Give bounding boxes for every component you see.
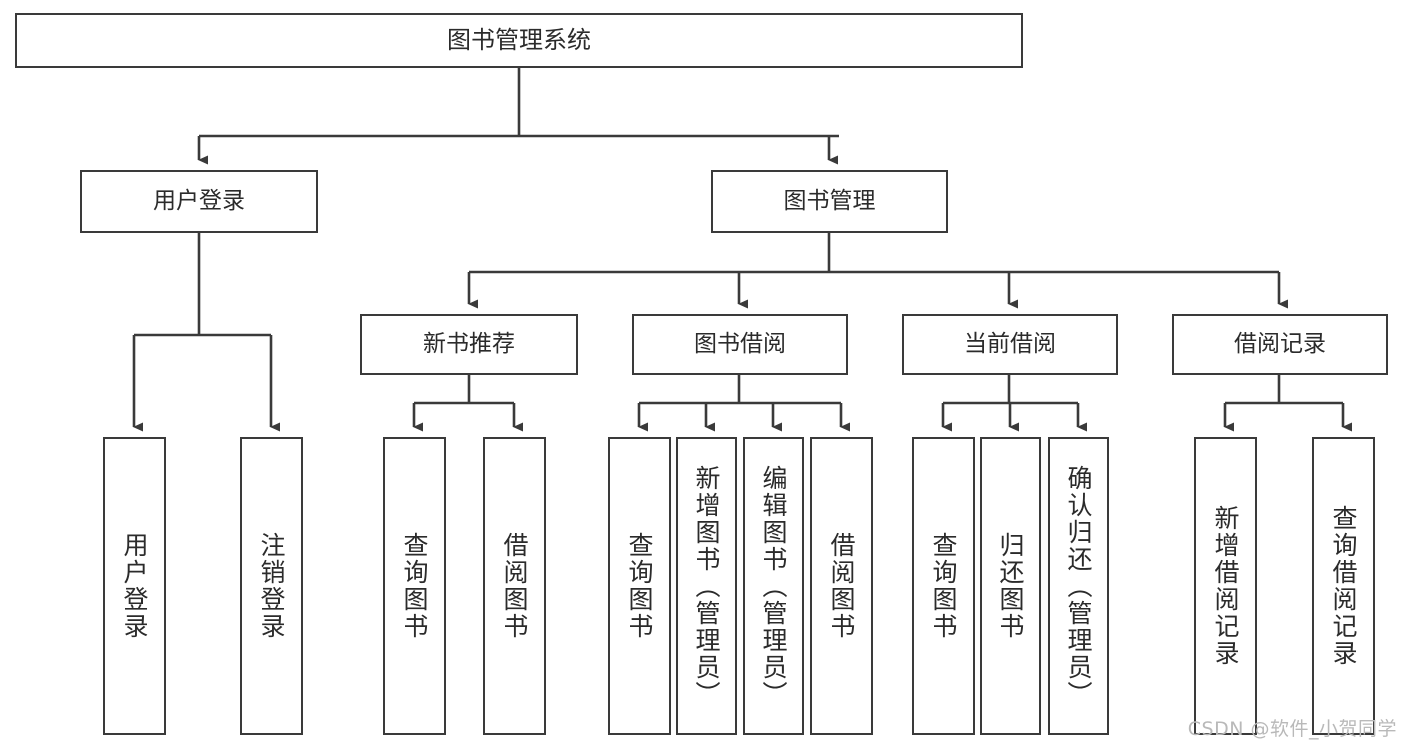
node-borrow-records-label: 借阅记录	[1234, 330, 1326, 357]
node-current-borrow[interactable]: 当前借阅	[902, 314, 1118, 375]
node-user-login-label: 用户登录	[153, 187, 245, 214]
leaf-query-books-borrow-label: 查询图书	[625, 532, 654, 640]
leaf-query-books-borrow[interactable]: 查询图书	[608, 437, 671, 735]
leaf-user-login-label: 用户登录	[120, 532, 149, 640]
leaf-query-books-current[interactable]: 查询图书	[912, 437, 975, 735]
node-root[interactable]: 图书管理系统	[15, 13, 1023, 68]
node-root-label: 图书管理系统	[447, 26, 591, 55]
leaf-add-borrow-record-label: 新增借阅记录	[1211, 505, 1240, 667]
leaf-query-borrow-record[interactable]: 查询借阅记录	[1312, 437, 1375, 735]
leaf-user-login[interactable]: 用户登录	[103, 437, 166, 735]
leaf-query-borrow-record-label: 查询借阅记录	[1329, 505, 1358, 667]
leaf-logout-label: 注销登录	[257, 532, 286, 640]
leaf-edit-book-admin-label: 编辑图书（管理员）	[759, 464, 788, 708]
csdn-watermark: CSDN @软件_小贺同学	[1187, 718, 1397, 740]
leaf-borrow-books-label: 借阅图书	[827, 532, 856, 640]
leaf-add-borrow-record[interactable]: 新增借阅记录	[1194, 437, 1257, 735]
leaf-add-book-admin[interactable]: 新增图书（管理员）	[676, 437, 737, 735]
leaf-query-books-current-label: 查询图书	[929, 532, 958, 640]
node-borrow-records[interactable]: 借阅记录	[1172, 314, 1388, 375]
node-book-management[interactable]: 图书管理	[711, 170, 948, 233]
node-user-login[interactable]: 用户登录	[80, 170, 318, 233]
node-book-borrow[interactable]: 图书借阅	[632, 314, 848, 375]
node-current-borrow-label: 当前借阅	[964, 330, 1056, 357]
leaf-confirm-return-admin-label: 确认归还（管理员）	[1064, 464, 1093, 708]
node-book-borrow-label: 图书借阅	[694, 330, 786, 357]
leaf-return-books[interactable]: 归还图书	[980, 437, 1041, 735]
leaf-confirm-return-admin[interactable]: 确认归还（管理员）	[1048, 437, 1109, 735]
leaf-add-book-admin-label: 新增图书（管理员）	[692, 464, 721, 708]
leaf-logout[interactable]: 注销登录	[240, 437, 303, 735]
node-book-management-label: 图书管理	[783, 187, 876, 214]
leaf-query-books-new-label: 查询图书	[400, 532, 429, 640]
node-new-book-recommend[interactable]: 新书推荐	[360, 314, 578, 375]
leaf-query-books-new[interactable]: 查询图书	[383, 437, 446, 735]
leaf-borrow-books[interactable]: 借阅图书	[810, 437, 873, 735]
leaf-return-books-label: 归还图书	[996, 532, 1025, 640]
node-new-book-recommend-label: 新书推荐	[423, 330, 515, 357]
leaf-borrow-books-new[interactable]: 借阅图书	[483, 437, 546, 735]
leaf-edit-book-admin[interactable]: 编辑图书（管理员）	[743, 437, 804, 735]
leaf-borrow-books-new-label: 借阅图书	[500, 532, 529, 640]
